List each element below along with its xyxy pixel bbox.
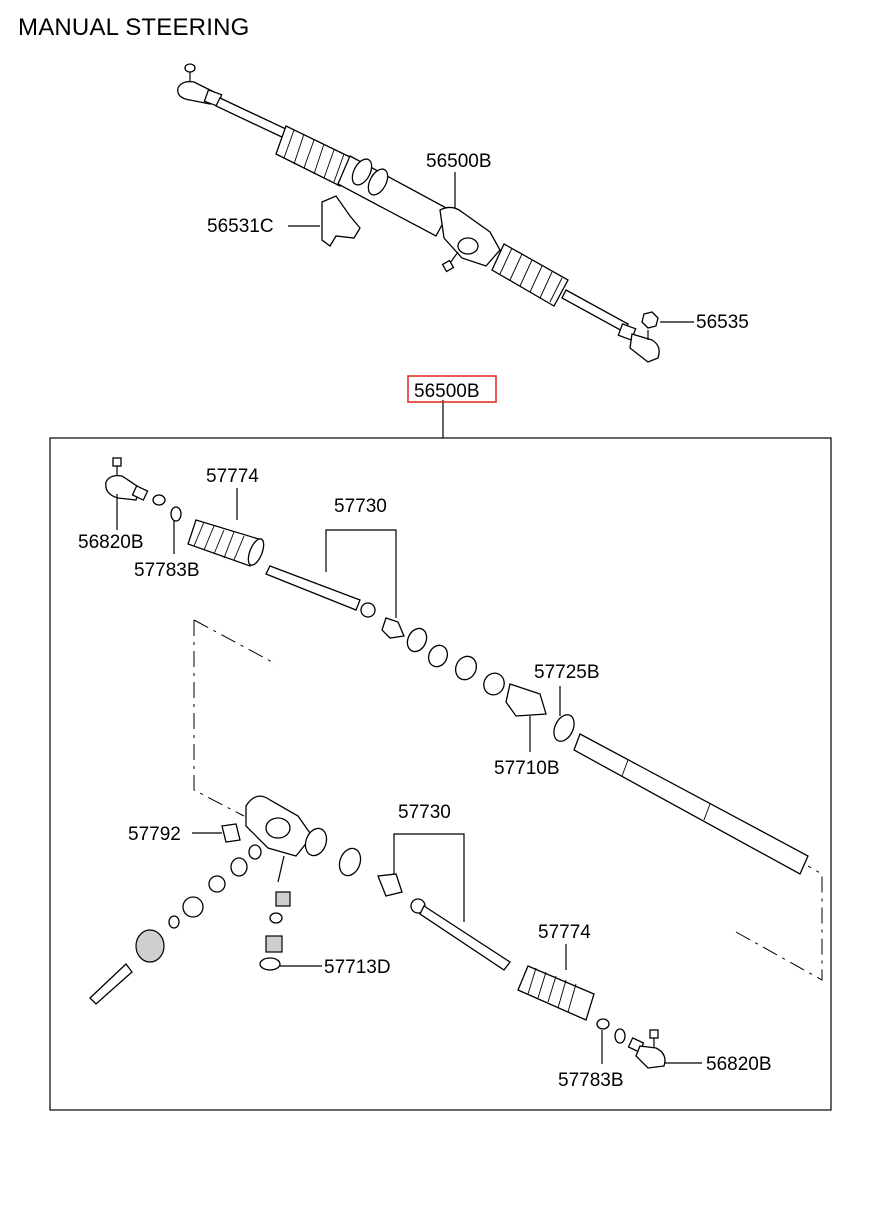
left-boot: [275, 125, 353, 187]
exploded-view-frame: [49, 437, 832, 1111]
right-inner-rod: [561, 289, 629, 333]
pinion-housing: [439, 206, 501, 273]
label-oring: 57725B: [534, 662, 600, 683]
lower-tie-rod-end: [627, 1029, 666, 1069]
label-bracket: 56531C: [207, 216, 274, 237]
label-support: 57792: [128, 824, 181, 845]
right-boot: [491, 243, 569, 307]
label-rack-kit-lower: 57730: [398, 802, 451, 823]
label-boot-lower: 57774: [538, 922, 591, 943]
label-tie-rod-end-upper: 56820B: [78, 532, 144, 553]
label-boot-upper: 57774: [206, 466, 259, 487]
nut: [641, 311, 659, 329]
rack-bar: [573, 733, 809, 875]
label-rack-kit-upper: 57730: [334, 496, 387, 517]
label-bushing: 57710B: [494, 758, 560, 779]
seal-stack: [259, 891, 291, 971]
lower-boot: [517, 965, 595, 1021]
label-nut: 56535: [696, 312, 749, 333]
page-title: MANUAL STEERING: [18, 14, 250, 41]
left-inner-rod: [215, 97, 289, 139]
pinion-housing-exploded: [245, 795, 328, 883]
label-tie-rod-end-lower: 56820B: [706, 1054, 772, 1075]
lower-rack-kit-parts: [377, 873, 511, 971]
upper-boot: [187, 519, 265, 567]
assembly-highlight-box: [407, 375, 497, 403]
lower-left-parts: [89, 844, 262, 1005]
label-clip-upper: 57783B: [134, 560, 200, 581]
right-tie-rod-end: [617, 323, 660, 363]
steering-gear-assembly: [177, 63, 660, 363]
label-assembly-boxed: 56500B: [414, 381, 480, 402]
left-tie-rod-end: [177, 63, 223, 107]
upper-rack-kit-parts: [381, 617, 575, 742]
upper-tie-rod-end: [105, 457, 149, 501]
label-assembly-top: 56500B: [426, 151, 492, 172]
lower-clip: [596, 1018, 626, 1044]
upper-inner-rod: [265, 565, 376, 618]
label-seal: 57713D: [324, 957, 391, 978]
label-clip-lower: 57783B: [558, 1070, 624, 1091]
upper-clip: [152, 494, 182, 522]
support: [221, 823, 241, 843]
housing-oring: [338, 847, 362, 877]
mounting-bracket: [321, 195, 361, 247]
